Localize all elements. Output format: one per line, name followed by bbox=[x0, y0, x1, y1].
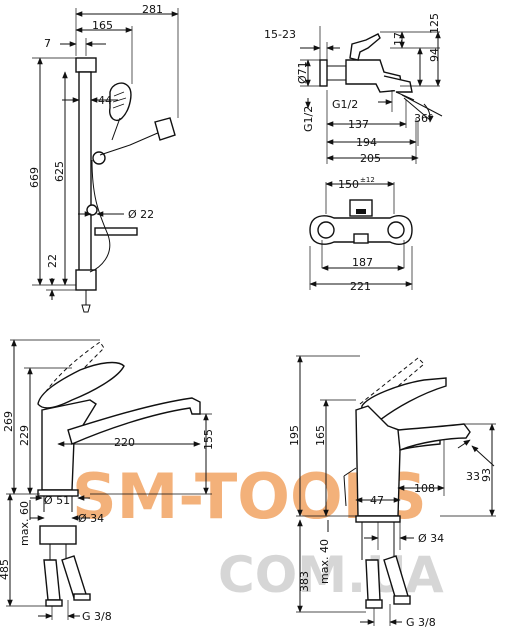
dim-d34: Ø 34 bbox=[78, 512, 104, 525]
kitchen-mixer-lever bbox=[37, 361, 125, 409]
dim-22-height: 22 bbox=[46, 254, 59, 268]
dim-max60: max. 60 bbox=[18, 501, 31, 546]
dim-d34-basin: Ø 34 bbox=[418, 532, 444, 545]
dim-d71: Ø71 bbox=[296, 61, 309, 84]
shower-rail bbox=[78, 71, 92, 273]
dim-137: 137 bbox=[348, 118, 369, 131]
dim-15-23: 15-23 bbox=[264, 28, 296, 41]
dim-194: 194 bbox=[356, 136, 377, 149]
dim-165-basin: 165 bbox=[314, 425, 327, 446]
dim-44: 44 bbox=[98, 94, 112, 107]
kitchen-mixer-drawing: 269 229 485 max. 60 220 155 Ø 51 Ø 34 G … bbox=[0, 339, 215, 623]
dim-281: 281 bbox=[142, 3, 163, 16]
bath-mixer-side-drawing: 15-23 17 94 125 Ø71 G1/2 G1/2 137 194 20… bbox=[264, 13, 443, 165]
dim-221: 221 bbox=[350, 280, 371, 293]
bath-mixer-lever bbox=[349, 33, 381, 61]
kitchen-mixer-mount bbox=[39, 525, 77, 545]
dim-669: 669 bbox=[28, 167, 41, 188]
dim-94: 94 bbox=[428, 48, 441, 62]
shower-set-drawing: 281 165 7 44 669 625 22 Ø 22 bbox=[28, 3, 179, 313]
dim-93: 93 bbox=[480, 468, 493, 482]
dim-g12-left: G1/2 bbox=[302, 106, 315, 132]
bath-mixer-front-body bbox=[309, 215, 413, 245]
dim-17: 17 bbox=[392, 32, 405, 46]
watermark-line2: COM.UA bbox=[218, 546, 444, 604]
dim-g12: G1/2 bbox=[332, 98, 358, 111]
dim-d51: Ø 51 bbox=[44, 494, 70, 507]
dim-150-tol: ±12 bbox=[360, 176, 375, 184]
dim-187: 187 bbox=[352, 256, 373, 269]
dim-150: 150 bbox=[338, 178, 359, 191]
bath-mixer-front-drawing: 150 ±12 187 221 bbox=[309, 176, 413, 293]
soap-dish bbox=[94, 227, 138, 236]
dim-625: 625 bbox=[53, 161, 66, 182]
dim-220: 220 bbox=[114, 436, 135, 449]
dim-269: 269 bbox=[2, 411, 15, 432]
dim-383: 383 bbox=[298, 571, 311, 592]
dim-g38-kitchen: G 3/8 bbox=[82, 610, 112, 623]
dim-229: 229 bbox=[18, 425, 31, 446]
dim-g38-basin: G 3/8 bbox=[406, 616, 436, 629]
dim-108: 108 bbox=[414, 482, 435, 495]
dim-195: 195 bbox=[288, 425, 301, 446]
dim-155: 155 bbox=[202, 429, 215, 450]
dim-165: 165 bbox=[92, 19, 113, 32]
dim-7: 7 bbox=[44, 37, 51, 50]
hand-shower bbox=[108, 82, 176, 141]
dim-angle: 36° bbox=[414, 112, 434, 125]
rail-bottom-bracket bbox=[75, 269, 97, 291]
dim-125: 125 bbox=[428, 13, 441, 34]
dim-33: 33 bbox=[466, 470, 480, 483]
basin-mixer-drawing: 195 165 383 max. 40 Ø 34 47 108 93 33 G … bbox=[288, 355, 496, 629]
rail-top-bracket bbox=[75, 57, 97, 73]
dim-485: 485 bbox=[0, 559, 11, 580]
basin-mixer-spout bbox=[397, 423, 471, 451]
dim-47: 47 bbox=[370, 494, 384, 507]
dim-max40: max. 40 bbox=[318, 539, 331, 584]
dim-diam-22: Ø 22 bbox=[128, 208, 154, 221]
dim-205: 205 bbox=[360, 152, 381, 165]
